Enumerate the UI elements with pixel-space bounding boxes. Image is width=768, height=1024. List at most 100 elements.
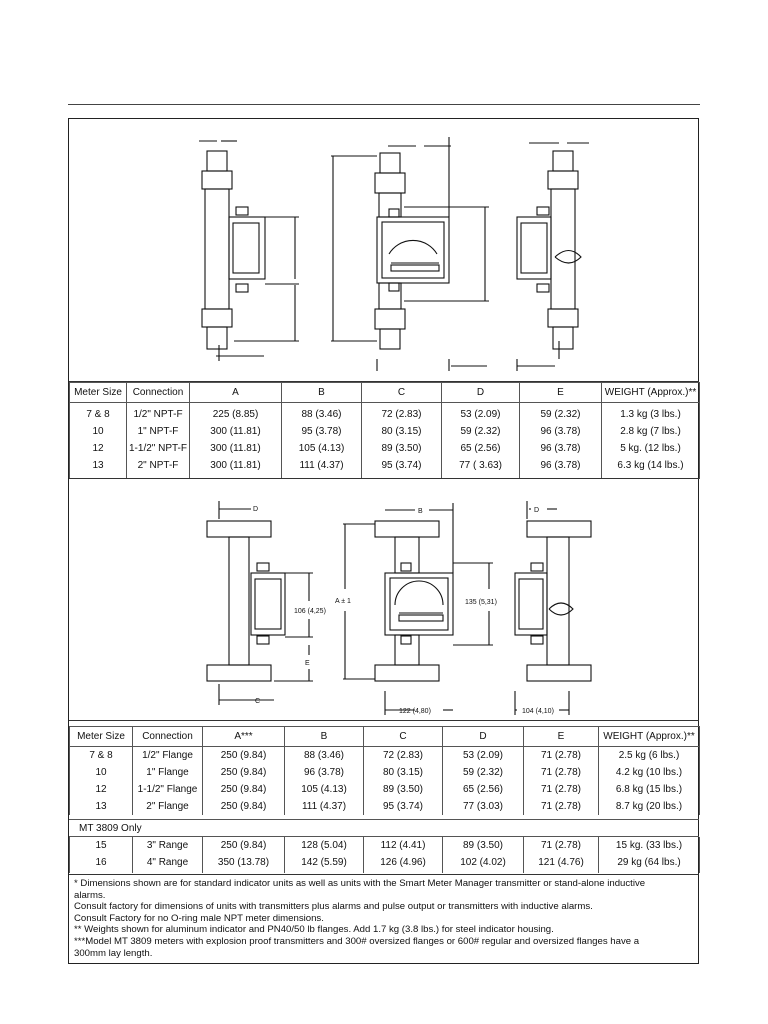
cell: 95 (3.74) bbox=[363, 798, 443, 815]
col-meter-size: Meter Size bbox=[69, 726, 133, 747]
col-c: C bbox=[361, 382, 442, 403]
table-row: 15 3" Range 250 (9.84) 128 (5.04) 112 (4… bbox=[69, 837, 700, 854]
flange-side-view-right bbox=[514, 501, 592, 715]
dim-label-e-left: E bbox=[305, 660, 310, 667]
footnote-line: ***Model MT 3809 meters with explosion p… bbox=[74, 935, 640, 947]
cell: 12 bbox=[69, 440, 127, 457]
npt-side-view-right bbox=[516, 142, 589, 371]
cell: 13 bbox=[69, 798, 133, 815]
col-a: A bbox=[189, 382, 282, 403]
cell: 96 (3.78) bbox=[519, 423, 602, 440]
col-e: E bbox=[519, 382, 602, 403]
cell: 7 & 8 bbox=[69, 402, 127, 423]
cell: 8.7 kg (20 lbs.) bbox=[598, 798, 700, 815]
cell: 71 (2.78) bbox=[523, 837, 599, 854]
cell: 29 kg (64 lbs.) bbox=[598, 854, 700, 873]
col-e: E bbox=[523, 726, 599, 747]
cell: 350 (13.78) bbox=[202, 854, 285, 873]
cell: 1" Flange bbox=[132, 764, 203, 781]
cell: 1" NPT-F bbox=[126, 423, 190, 440]
cell: 16 bbox=[69, 854, 133, 873]
table-row: 12 1-1/2" Flange 250 (9.84) 105 (4.13) 8… bbox=[69, 781, 700, 798]
cell: 300 (11.81) bbox=[189, 440, 282, 457]
flange-side-view-left bbox=[206, 501, 313, 705]
cell: 126 (4.96) bbox=[363, 854, 443, 873]
col-connection: Connection bbox=[126, 382, 190, 403]
cell: 65 (2.56) bbox=[442, 781, 524, 798]
cell: 250 (9.84) bbox=[202, 764, 285, 781]
dim-label-a-center: A ± 1 bbox=[335, 598, 351, 605]
cell: 2" NPT-F bbox=[126, 457, 190, 479]
footnote-line: ** Weights shown for aluminum indicator … bbox=[74, 924, 554, 936]
table-row: 12 1-1/2" NPT-F 300 (11.81) 105 (4.13) 8… bbox=[69, 440, 700, 457]
cell: 2" Flange bbox=[132, 798, 203, 815]
cell: 128 (5.04) bbox=[284, 837, 364, 854]
cell: 105 (4.13) bbox=[281, 440, 362, 457]
col-meter-size: Meter Size bbox=[69, 382, 127, 403]
cell: 7 & 8 bbox=[69, 746, 133, 764]
cell: 88 (3.46) bbox=[284, 746, 364, 764]
cell: 250 (9.84) bbox=[202, 746, 285, 764]
cell: 4" Range bbox=[132, 854, 203, 873]
cell: 95 (3.78) bbox=[281, 423, 362, 440]
cell: 2.5 kg (6 lbs.) bbox=[598, 746, 700, 764]
npt-meter-drawing bbox=[69, 119, 699, 381]
cell: 89 (3.50) bbox=[442, 837, 524, 854]
cell: 80 (3.15) bbox=[363, 764, 443, 781]
cell: 250 (9.84) bbox=[202, 837, 285, 854]
cell: 102 (4.02) bbox=[442, 854, 524, 873]
spec-frame bbox=[68, 118, 699, 964]
col-a: A*** bbox=[202, 726, 285, 747]
cell: 1-1/2" Flange bbox=[132, 781, 203, 798]
npt-side-view-left bbox=[199, 140, 299, 361]
cell: 13 bbox=[69, 457, 127, 479]
notes-top-rule bbox=[69, 874, 699, 875]
cell: 77 (3.03) bbox=[442, 798, 524, 815]
footnote-line: Consult factory for dimensions of units … bbox=[74, 901, 593, 913]
dim-label-d-right: D bbox=[534, 507, 539, 514]
cell: 59 (2.32) bbox=[442, 764, 524, 781]
npt-front-view-center bbox=[331, 137, 489, 371]
cell: 77 ( 3.63) bbox=[441, 457, 520, 479]
footnote-line: Consult Factory for no O-ring male NPT m… bbox=[74, 912, 324, 924]
cell: 89 (3.50) bbox=[361, 440, 442, 457]
npt-spec-table: Meter Size Connection A B C D E WEIGHT (… bbox=[69, 382, 700, 479]
cell: 250 (9.84) bbox=[202, 781, 285, 798]
table-row: 16 4" Range 350 (13.78) 142 (5.59) 126 (… bbox=[69, 854, 700, 873]
top-rule bbox=[68, 104, 700, 105]
table-row: 10 1" Flange 250 (9.84) 96 (3.78) 80 (3.… bbox=[69, 764, 700, 781]
dim-label-106: 106 (4,25) bbox=[294, 608, 326, 615]
cell: 1/2" Flange bbox=[132, 746, 203, 764]
cell: 10 bbox=[69, 423, 127, 440]
cell: 2.8 kg (7 lbs.) bbox=[601, 423, 700, 440]
cell: 6.8 kg (15 lbs.) bbox=[598, 781, 700, 798]
cell: 1.3 kg (3 lbs.) bbox=[601, 402, 700, 423]
cell: 59 (2.32) bbox=[441, 423, 520, 440]
table-row: 10 1" NPT-F 300 (11.81) 95 (3.78) 80 (3.… bbox=[69, 423, 700, 440]
table-header-row: Meter Size Connection A*** B C D E WEIGH… bbox=[69, 726, 700, 747]
cell: 250 (9.84) bbox=[202, 798, 285, 815]
cell: 3" Range bbox=[132, 837, 203, 854]
cell: 71 (2.78) bbox=[523, 798, 599, 815]
col-b: B bbox=[281, 382, 362, 403]
col-weight: WEIGHT (Approx.)** bbox=[598, 726, 700, 747]
cell: 300 (11.81) bbox=[189, 423, 282, 440]
flange-spec-table: Meter Size Connection A*** B C D E WEIGH… bbox=[69, 726, 700, 815]
footnote-line: * Dimensions shown are for standard indi… bbox=[74, 878, 646, 889]
dim-label-135: 135 (5,31) bbox=[465, 599, 497, 606]
dim-label-c-left: C bbox=[255, 698, 260, 705]
cell: 72 (2.83) bbox=[363, 746, 443, 764]
footnotes: * Dimensions shown are for standard indi… bbox=[74, 878, 694, 959]
cell: 96 (3.78) bbox=[519, 457, 602, 479]
cell: 71 (2.78) bbox=[523, 764, 599, 781]
dim-label-d-left: D bbox=[253, 506, 258, 513]
table-row: 13 2" NPT-F 300 (11.81) 111 (4.37) 95 (3… bbox=[69, 457, 700, 479]
col-d: D bbox=[442, 726, 524, 747]
cell: 105 (4.13) bbox=[284, 781, 364, 798]
cell: 12 bbox=[69, 781, 133, 798]
cell: 1/2" NPT-F bbox=[126, 402, 190, 423]
cell: 96 (3.78) bbox=[284, 764, 364, 781]
footnote-line: alarms. bbox=[74, 889, 106, 901]
cell: 65 (2.56) bbox=[441, 440, 520, 457]
cell: 59 (2.32) bbox=[519, 402, 602, 423]
